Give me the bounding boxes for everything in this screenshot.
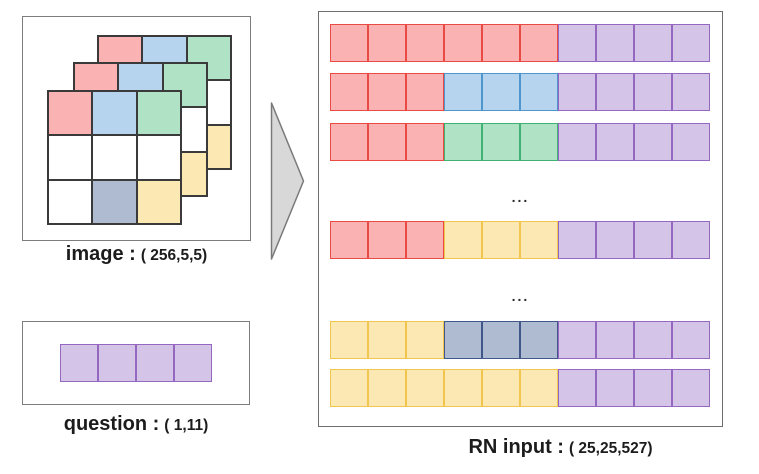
rn-cell	[672, 24, 710, 62]
feature-cell	[136, 135, 181, 180]
feature-map-layer	[47, 90, 182, 225]
image-caption-label: image :	[65, 243, 136, 265]
rn-cell	[330, 123, 368, 161]
question-panel	[22, 321, 250, 405]
rn-input-caption: RN input :( 25,25,527)	[358, 436, 759, 459]
feature-cell	[48, 135, 93, 180]
rn-cell	[330, 221, 368, 259]
question-caption-label: question :	[63, 413, 160, 435]
rn-cell	[672, 123, 710, 161]
rn-row	[330, 73, 710, 111]
arrow-right-shape	[270, 102, 305, 260]
rn-cell	[520, 321, 558, 359]
image-shape: ( 256,5,5)	[140, 247, 208, 264]
rn-cell	[444, 24, 482, 62]
rn-cell	[482, 123, 520, 161]
rn-cell	[444, 73, 482, 111]
rn-cell	[368, 321, 406, 359]
rn-cell	[368, 221, 406, 259]
rn-cell	[634, 221, 672, 259]
rn-cell	[482, 369, 520, 407]
rn-input-panel: ......	[318, 11, 723, 427]
rn-input-caption-label: RN input :	[468, 436, 564, 458]
feature-cell	[48, 179, 93, 224]
rn-cell	[596, 123, 634, 161]
rn-cell	[672, 369, 710, 407]
rn-row	[330, 24, 710, 62]
rn-cell	[558, 221, 596, 259]
rn-cell	[520, 73, 558, 111]
rn-cell	[558, 24, 596, 62]
rn-cell	[444, 123, 482, 161]
ellipsis: ...	[511, 189, 530, 205]
rn-cell	[406, 221, 444, 259]
rn-cell	[634, 369, 672, 407]
rn-row	[330, 369, 710, 407]
feature-cell	[92, 91, 137, 136]
rn-cell	[634, 321, 672, 359]
rn-cell	[596, 221, 634, 259]
rn-cell	[634, 123, 672, 161]
rn-cell	[330, 321, 368, 359]
rn-cell	[368, 369, 406, 407]
question-cell	[174, 344, 212, 382]
rn-cell	[672, 321, 710, 359]
rn-cell	[368, 123, 406, 161]
rn-cell	[482, 24, 520, 62]
rn-row	[330, 321, 710, 359]
rn-cell	[596, 369, 634, 407]
rn-row	[330, 221, 710, 259]
rn-cell	[634, 24, 672, 62]
rn-cell	[444, 221, 482, 259]
rn-cell	[368, 73, 406, 111]
arrow-right-icon	[270, 102, 305, 260]
rn-cell	[672, 221, 710, 259]
rn-cell	[520, 123, 558, 161]
image-panel	[22, 16, 251, 241]
question-caption: question :( 1,11)	[22, 413, 250, 436]
rn-cell	[330, 73, 368, 111]
rn-cell	[444, 369, 482, 407]
rn-cell	[444, 321, 482, 359]
ellipsis: ...	[511, 288, 530, 304]
rn-cell	[330, 369, 368, 407]
rn-cell	[520, 369, 558, 407]
question-cell	[98, 344, 136, 382]
rn-cell	[406, 321, 444, 359]
rn-row	[330, 123, 710, 161]
feature-cell	[136, 179, 181, 224]
question-shape: ( 1,11)	[164, 417, 209, 434]
rn-cell	[558, 123, 596, 161]
rn-cell	[596, 321, 634, 359]
rn-cell	[558, 369, 596, 407]
rn-cell	[482, 321, 520, 359]
feature-cell	[48, 91, 93, 136]
rn-cell	[330, 24, 368, 62]
rn-input-shape: ( 25,25,527)	[568, 440, 653, 457]
rn-cell	[520, 221, 558, 259]
rn-cell	[520, 24, 558, 62]
question-cell	[60, 344, 98, 382]
image-caption: image :( 256,5,5)	[22, 243, 251, 266]
rn-cell	[406, 369, 444, 407]
rn-cell	[482, 73, 520, 111]
rn-cell	[596, 73, 634, 111]
rn-cell	[558, 73, 596, 111]
rn-cell	[672, 73, 710, 111]
rn-cell	[406, 73, 444, 111]
rn-cell	[406, 123, 444, 161]
rn-cell	[558, 321, 596, 359]
rn-cell	[368, 24, 406, 62]
feature-cell	[92, 135, 137, 180]
rn-cell	[406, 24, 444, 62]
feature-cell	[136, 91, 181, 136]
rn-cell	[596, 24, 634, 62]
rn-cell	[482, 221, 520, 259]
feature-cell	[92, 179, 137, 224]
question-cell	[136, 344, 174, 382]
rn-cell	[634, 73, 672, 111]
